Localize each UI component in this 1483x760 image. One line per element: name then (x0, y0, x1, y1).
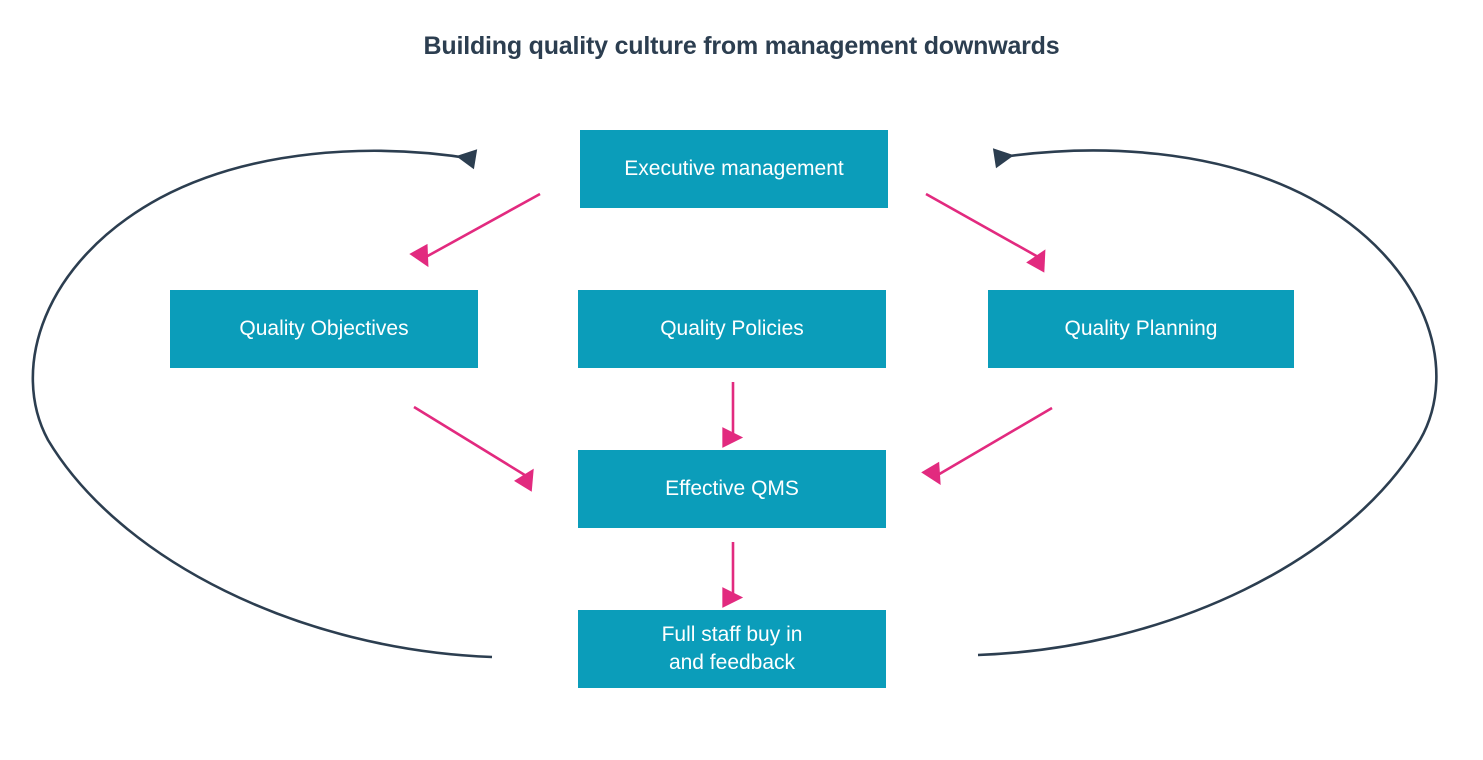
page-title: Building quality culture from management… (423, 32, 1060, 60)
exec-to-objectives-arrow (409, 192, 541, 268)
planning-to-qms-arrow (921, 406, 1053, 486)
objectives-to-qms-arrow (413, 405, 534, 492)
exec-to-planning-arrow (925, 192, 1046, 273)
node-quality-policies[interactable]: Quality Policies (578, 290, 886, 368)
node-full-staff-buy-in[interactable]: Full staff buy in and feedback (578, 610, 886, 688)
node-executive-management[interactable]: Executive management (580, 130, 888, 208)
node-quality-objectives[interactable]: Quality Objectives (170, 290, 478, 368)
node-effective-qms[interactable]: Effective QMS (578, 450, 886, 528)
node-quality-planning[interactable]: Quality Planning (988, 290, 1294, 368)
feedback-loop-left-path (31, 149, 493, 659)
feedback-loop-right-path (977, 148, 1438, 657)
